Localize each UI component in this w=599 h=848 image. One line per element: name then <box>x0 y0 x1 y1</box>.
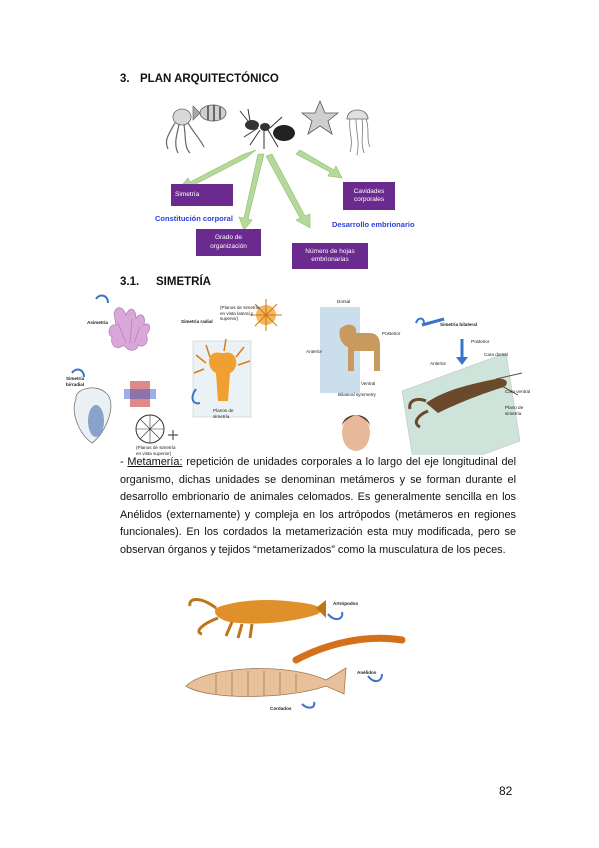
label-planos-simetria: Planos de simetría <box>213 408 234 419</box>
label-cara-dorsal: Cara dorsal <box>484 352 508 357</box>
box-cavidades: Cavidades corporales <box>343 182 395 210</box>
label-desarrollo: Desarrollo embrionario <box>332 220 415 229</box>
jellyfish-icon <box>346 109 371 156</box>
label-bilateral-symmetry: Bilateral symmetry <box>338 392 376 397</box>
label-cara-ventral: Cara ventral <box>505 389 531 394</box>
metameria-term: Metamería: <box>127 456 183 468</box>
subsection-number: 3.1. <box>120 276 140 288</box>
anemone-illustration <box>193 338 251 401</box>
label-simetria-bilateral: Simetría bilateral <box>440 322 478 327</box>
section-number: 3. <box>120 73 130 85</box>
label-dorsal: Dorsal <box>337 299 351 304</box>
box-simetria: Simetría <box>171 184 233 206</box>
crayfish-illustration <box>408 372 523 429</box>
label-posterior: Posterior <box>471 339 490 344</box>
label-plano-simetria: Plano de simetría <box>505 405 524 416</box>
goat-illustration <box>339 324 380 371</box>
starfish-icon <box>300 99 340 135</box>
label-simetria-radial: Simetría radial <box>181 319 213 324</box>
face-illustration <box>342 415 370 451</box>
arrow-icon <box>71 368 85 378</box>
arrow-icon <box>327 611 344 620</box>
diagram-arrows <box>177 149 343 231</box>
arrow-icon <box>301 701 316 709</box>
page-number: 82 <box>499 784 513 798</box>
metameria-paragraph: - Metamería: repetición de unidades corp… <box>120 454 516 560</box>
label-artropodos: Artrópodos <box>333 601 359 606</box>
label-constitucion: Constitución corporal <box>155 214 233 223</box>
animals-illustration <box>165 99 371 156</box>
label-asimetria: Asimetría <box>87 320 108 325</box>
label-anterior-goat: Anterior <box>306 349 323 354</box>
octopus-icon <box>165 108 205 154</box>
ant-icon <box>239 108 295 149</box>
section-title: PLAN ARQUITECTÓNICO <box>140 73 279 85</box>
arrow-icon <box>415 317 425 324</box>
symmetry-figure <box>71 294 523 455</box>
subsection-title: SIMETRÍA <box>156 276 211 288</box>
arrow-icon <box>191 388 201 405</box>
label-posterior-goat: Posterior <box>382 331 401 336</box>
label-anelidos: Anélidos <box>357 670 377 675</box>
label-planos-birradial: (Planos de simetría en vista superior) <box>136 445 176 456</box>
lobster-illustration <box>188 598 326 639</box>
label-ventral: Ventral <box>361 381 376 386</box>
paragraph-prefix: - <box>120 456 128 468</box>
arrow-icon <box>95 294 109 304</box>
box-hojas: Número de hojas embrionarias <box>292 243 368 269</box>
label-anterior: Anterior <box>430 361 447 366</box>
metameria-figure <box>185 598 406 709</box>
sea-urchin-illustration <box>250 299 282 331</box>
label-simetria-birradial: Simetría birradial <box>66 376 85 387</box>
label-planos-radial: (Planos de simetría en vista lateral y s… <box>220 305 260 321</box>
fish-icon <box>192 104 227 122</box>
ctenophore-illustration <box>73 387 112 444</box>
earthworm-illustration <box>292 634 406 664</box>
box-grado: Grado de organización <box>196 229 261 256</box>
arrow-icon <box>367 673 383 682</box>
paragraph-text: repetición de unidades corporales a lo l… <box>120 456 517 556</box>
fish-skeleton-illustration <box>185 667 347 697</box>
label-cordados: Cordados <box>270 706 292 711</box>
sponge-illustration <box>108 307 150 351</box>
